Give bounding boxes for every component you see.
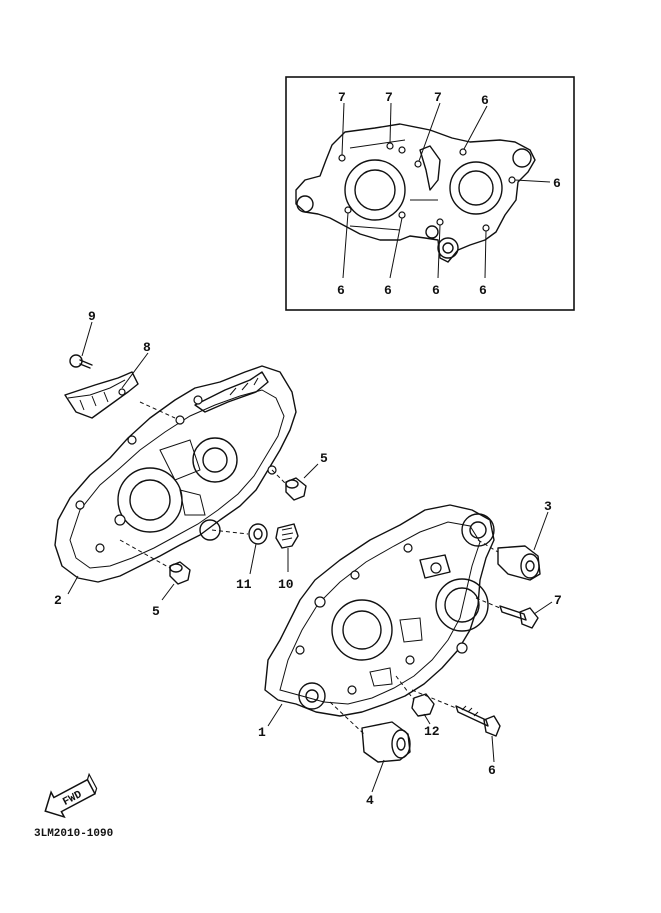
washer-part-11 — [211, 523, 268, 575]
bolt-part-6 — [411, 689, 501, 763]
label-part-12: 12 — [424, 724, 440, 739]
label-part-4: 4 — [366, 793, 374, 808]
label-part-3: 3 — [544, 499, 552, 514]
inset-label-6d: 6 — [479, 283, 487, 298]
drawing-code: 3LM2010-1090 — [34, 828, 113, 840]
bolt-part-7 — [475, 597, 553, 629]
label-part-2: 2 — [54, 593, 62, 608]
label-part-6: 6 — [488, 763, 496, 778]
inset-label-6c: 6 — [432, 283, 440, 298]
inset-label-6b: 6 — [384, 283, 392, 298]
dowel-pin-lower-part-5 — [119, 539, 191, 601]
inset-label-6-right: 6 — [553, 176, 561, 191]
label-part-9: 9 — [88, 309, 96, 324]
nut-part-12 — [395, 675, 435, 725]
dowel-pin-upper-part-5 — [271, 463, 319, 501]
label-part-5-lower: 5 — [152, 604, 160, 619]
inset-label-6-top: 6 — [481, 93, 489, 108]
inset-label-7c: 7 — [434, 90, 442, 105]
inset-label-7a: 7 — [338, 90, 346, 105]
plug-part-10 — [275, 523, 299, 572]
left-crankcase — [54, 365, 297, 583]
label-part-5-upper: 5 — [320, 451, 328, 466]
label-part-7: 7 — [554, 593, 562, 608]
inset-label-6a: 6 — [337, 283, 345, 298]
collar-part-4 — [329, 701, 411, 793]
label-part-8: 8 — [143, 340, 151, 355]
collar-part-3 — [477, 511, 549, 581]
forward-arrow-icon: FWD — [44, 772, 98, 819]
label-part-11: 11 — [236, 577, 252, 592]
screw-part-9 — [69, 321, 176, 419]
label-part-10: 10 — [278, 577, 294, 592]
bracket-part-8 — [64, 371, 139, 419]
inset-detail-panel: 7 7 7 6 6 6 6 6 6 — [285, 76, 575, 311]
right-crankcase — [264, 504, 495, 717]
label-part-1: 1 — [258, 725, 266, 740]
inset-label-7b: 7 — [385, 90, 393, 105]
